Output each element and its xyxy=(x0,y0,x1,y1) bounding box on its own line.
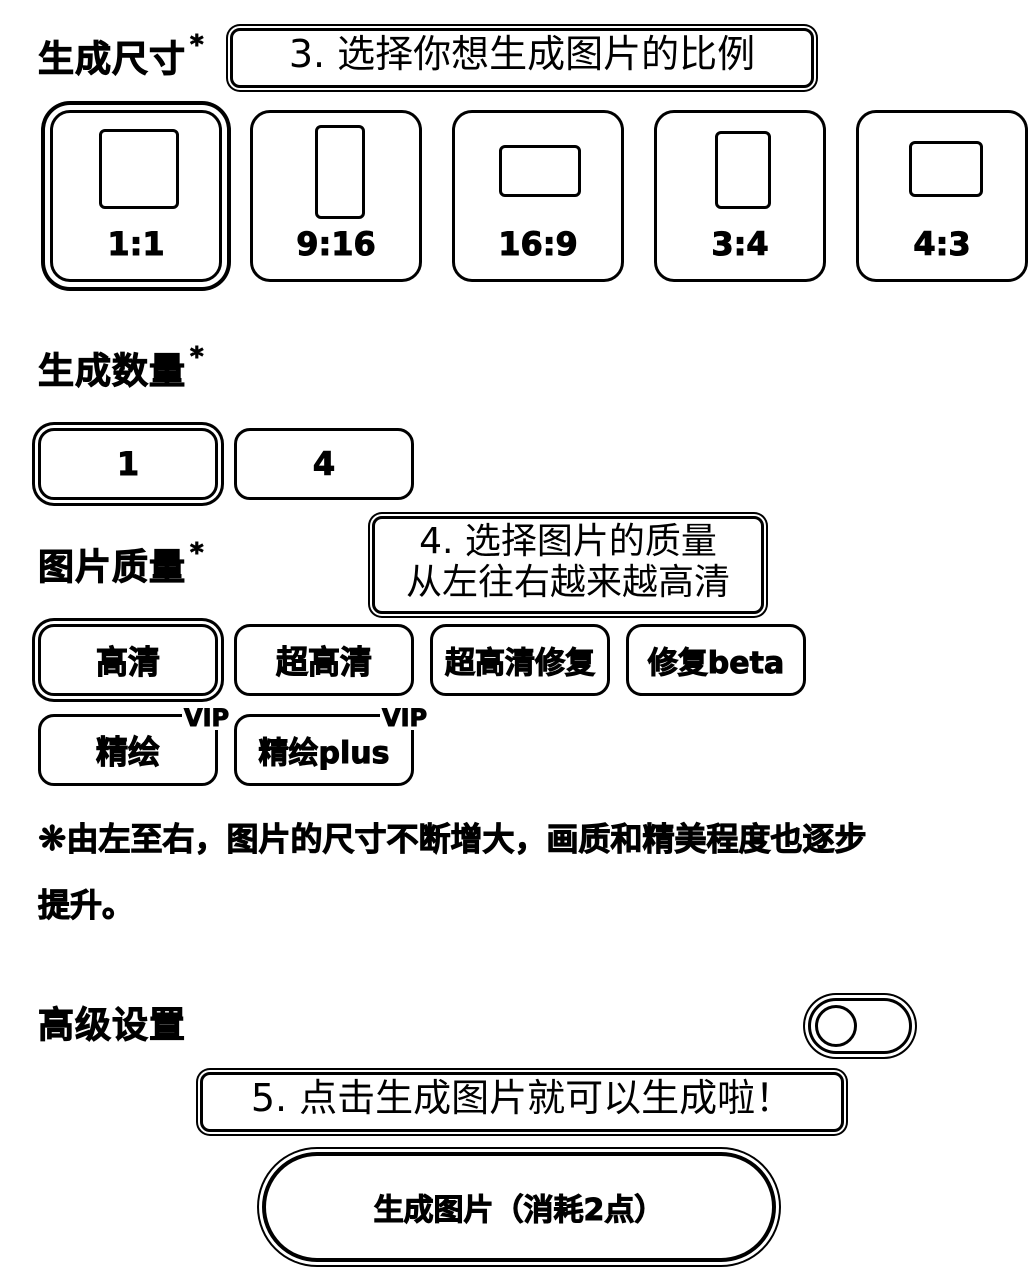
sparkle-icon: ❋ xyxy=(38,819,67,860)
quality-option-fine-plus[interactable]: 精绘plus xyxy=(234,714,414,786)
vip-badge: VIP xyxy=(182,704,232,732)
generate-callout: 5. 点击生成图片就可以生成啦！ xyxy=(200,1072,844,1132)
required-mark: * xyxy=(190,30,205,61)
quality-callout: 4. 选择图片的质量 从左往右越来越高清 xyxy=(372,516,764,614)
quality-title-text: 图片质量 xyxy=(37,547,187,589)
count-option-4[interactable]: 4 xyxy=(234,428,414,500)
size-section-title: 生成尺寸* xyxy=(37,30,205,82)
ratio-option-16-9[interactable]: 16:9 xyxy=(452,110,624,282)
quality-note-line1: 由左至右，图片的尺寸不断增大，画质和精美程度也逐步 xyxy=(66,820,867,859)
ratio-option-1-1[interactable]: 1:1 xyxy=(50,110,222,282)
size-title-text: 生成尺寸 xyxy=(37,39,187,81)
required-mark: * xyxy=(190,538,205,569)
quality-option-label: 修复beta xyxy=(647,646,785,682)
size-callout: 3. 选择你想生成图片的比例 xyxy=(230,28,814,88)
count-option-1[interactable]: 1 xyxy=(38,428,218,500)
quality-option-label: 精绘 xyxy=(95,733,160,772)
vip-badge: VIP xyxy=(380,704,430,732)
ratio-option-4-3-clip: 4:3 xyxy=(856,110,1028,282)
quality-option-label: 超高清修复 xyxy=(445,646,596,682)
quality-option-hd[interactable]: 高清 xyxy=(38,624,218,696)
count-option-label: 1 xyxy=(116,445,140,484)
quality-option-label: 超高清 xyxy=(275,643,372,682)
quality-option-uhd-repair[interactable]: 超高清修复 xyxy=(430,624,610,696)
quality-note-line2: 提升。 xyxy=(38,886,135,925)
quality-callout-line2: 从左往右越来越高清 xyxy=(405,562,730,604)
generate-callout-text: 5. 点击生成图片就可以生成啦！ xyxy=(250,1076,794,1120)
advanced-title-text: 高级设置 xyxy=(37,1005,187,1047)
toggle-knob xyxy=(815,1005,857,1047)
size-callout-text: 3. 选择你想生成图片的比例 xyxy=(288,32,756,76)
count-option-label: 4 xyxy=(312,445,336,484)
ratio-label: 9:16 xyxy=(296,225,377,264)
ratio-label: 4:3 xyxy=(913,225,971,264)
ratio-portrait-icon xyxy=(315,125,365,219)
ratio-landscape-4-3-icon xyxy=(909,141,983,197)
count-section-title: 生成数量* xyxy=(37,342,205,394)
quality-option-uhd[interactable]: 超高清 xyxy=(234,624,414,696)
ratio-option-3-4[interactable]: 3:4 xyxy=(654,110,826,282)
ratio-label: 16:9 xyxy=(498,225,579,264)
required-mark: * xyxy=(190,342,205,373)
advanced-toggle[interactable] xyxy=(808,998,912,1054)
generate-button-label: 生成图片（消耗2点） xyxy=(373,1193,665,1229)
quality-callout-line1: 4. 选择图片的质量 xyxy=(419,521,717,562)
ratio-portrait-3-4-icon xyxy=(715,131,771,209)
quality-note: ❋由左至右，图片的尺寸不断增大，画质和精美程度也逐步 提升。 xyxy=(38,806,938,938)
ratio-option-9-16[interactable]: 9:16 xyxy=(250,110,422,282)
count-title-text: 生成数量 xyxy=(37,351,187,393)
ratio-landscape-icon xyxy=(499,145,581,197)
ratio-option-4-3[interactable]: 4:3 xyxy=(856,110,1028,282)
quality-option-repair-beta[interactable]: 修复beta xyxy=(626,624,806,696)
ratio-label: 1:1 xyxy=(107,225,165,264)
generate-button[interactable]: 生成图片（消耗2点） xyxy=(262,1152,776,1262)
advanced-section-title: 高级设置 xyxy=(37,996,187,1048)
quality-section-title: 图片质量* xyxy=(37,538,205,590)
quality-option-label: 高清 xyxy=(95,643,160,682)
ratio-label: 3:4 xyxy=(711,225,769,264)
quality-option-label: 精绘plus xyxy=(258,736,390,772)
ratio-square-icon xyxy=(99,129,179,209)
